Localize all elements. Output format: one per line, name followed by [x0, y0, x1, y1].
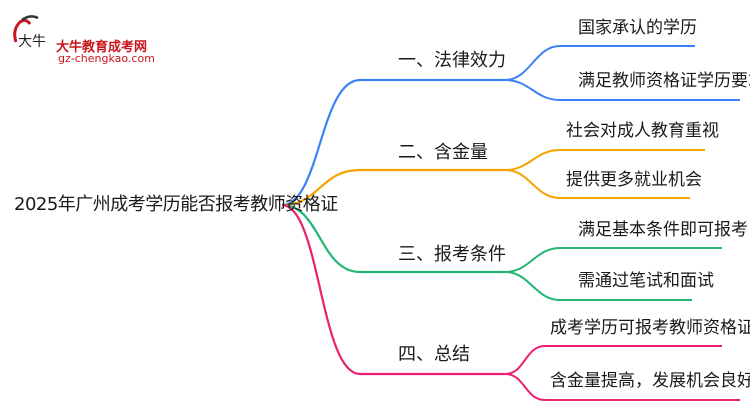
- link-root-branch-3: [281, 203, 505, 274]
- leaf-4-2[interactable]: 含金量提高，发展机会良好: [550, 371, 750, 391]
- leaf-1-2[interactable]: 满足教师资格证学历要求: [578, 71, 750, 91]
- root-topic[interactable]: 2025年广州成考学历能否报考教师资格证: [14, 194, 338, 215]
- site-logo[interactable]: 大牛 大牛教育成考网 gz-chengkao.com: [8, 12, 168, 65]
- branch-3-label[interactable]: 三、报考条件: [398, 244, 506, 265]
- link-branch-3-leaf-2: [504, 271, 692, 301]
- bull-logo-icon: 大牛: [13, 15, 46, 50]
- link-root-branch-4: [281, 203, 505, 376]
- link-branch-1-leaf-2: [504, 79, 740, 101]
- link-branch-2-leaf-2: [504, 169, 690, 199]
- link-branch-1-leaf-1: [504, 45, 695, 81]
- leaf-4-1[interactable]: 成考学历可报考教师资格证: [550, 318, 750, 338]
- link-branch-2-leaf-1: [504, 149, 705, 171]
- branch-2-label[interactable]: 二、含金量: [398, 142, 488, 163]
- svg-text:大牛: 大牛: [18, 34, 46, 50]
- logo-site-url: gz-chengkao.com: [58, 52, 155, 65]
- leaf-2-1[interactable]: 社会对成人教育重视: [566, 121, 719, 141]
- link-branch-3-leaf-1: [504, 247, 722, 273]
- leaf-2-2[interactable]: 提供更多就业机会: [566, 170, 702, 190]
- branch-4-label[interactable]: 四、总结: [398, 344, 470, 365]
- link-root-branch-1: [281, 78, 505, 207]
- link-root-branch-2: [281, 168, 505, 207]
- branch-1-label[interactable]: 一、法律效力: [398, 50, 506, 71]
- logo-site-name: 大牛教育成考网: [56, 40, 148, 55]
- link-branch-4-leaf-1: [504, 345, 722, 375]
- leaf-3-1[interactable]: 满足基本条件即可报考: [578, 220, 748, 240]
- leaf-3-2[interactable]: 需通过笔试和面试: [578, 271, 714, 291]
- leaf-1-1[interactable]: 国家承认的学历: [578, 18, 697, 38]
- link-branch-4-leaf-2: [504, 373, 740, 401]
